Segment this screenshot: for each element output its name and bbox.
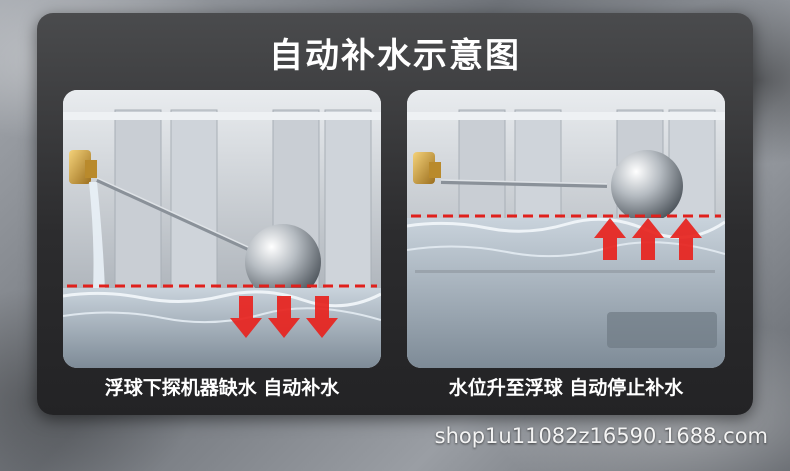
red-arrow-icon bbox=[230, 296, 338, 338]
float-ball-icon bbox=[611, 150, 683, 222]
panel-low-water bbox=[63, 90, 381, 368]
red-arrow-icon bbox=[594, 218, 702, 260]
caption-low-water: 浮球下探机器缺水 自动补水 bbox=[104, 377, 340, 399]
float-ball-icon bbox=[245, 224, 321, 300]
caption-full-water: 水位升至浮球 自动停止补水 bbox=[448, 377, 684, 399]
tank-illustration-low bbox=[63, 90, 381, 368]
shop-watermark: shop1u11082z16590.1688.com bbox=[434, 424, 768, 448]
page-title: 自动补水示意图 bbox=[269, 36, 521, 76]
tank-illustration-full bbox=[407, 90, 725, 368]
panel-full-water bbox=[407, 90, 725, 368]
